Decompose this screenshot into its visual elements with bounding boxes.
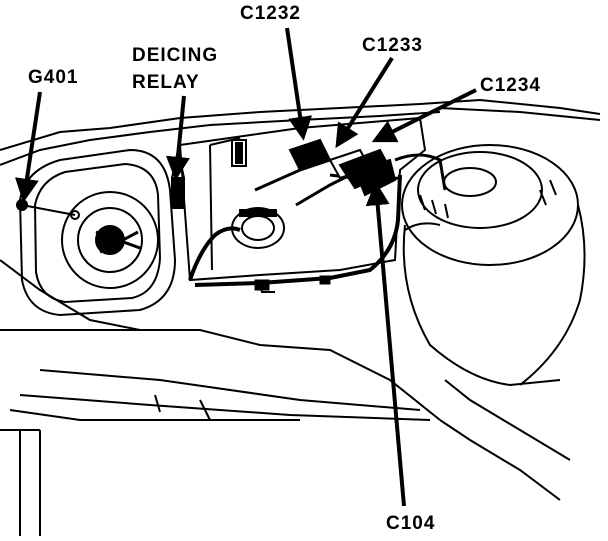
callout-deicing-relay: DEICING RELAY xyxy=(132,42,218,96)
leader-lines xyxy=(15,27,477,507)
callout-c104: C104 xyxy=(386,513,436,534)
leader-c104 xyxy=(365,181,406,507)
callout-c1234: C1234 xyxy=(480,75,541,96)
callout-g401: G401 xyxy=(28,67,79,88)
relay-bracket xyxy=(171,116,427,282)
leader-c1232 xyxy=(285,27,313,141)
tire-assembly xyxy=(401,144,586,387)
callout-c1233: C1233 xyxy=(362,35,423,56)
blower-housing xyxy=(16,148,177,317)
callout-c1232: C1232 xyxy=(240,3,301,24)
leader-c1234 xyxy=(371,88,477,143)
leader-g401 xyxy=(15,91,42,203)
connector-cluster xyxy=(288,138,397,197)
callout-deicing-line2: RELAY xyxy=(132,72,200,93)
leader-c1233 xyxy=(335,56,394,149)
callout-deicing-line1: DEICING xyxy=(132,45,219,66)
body-panels xyxy=(0,98,601,536)
leader-deicing-relay xyxy=(165,95,190,181)
